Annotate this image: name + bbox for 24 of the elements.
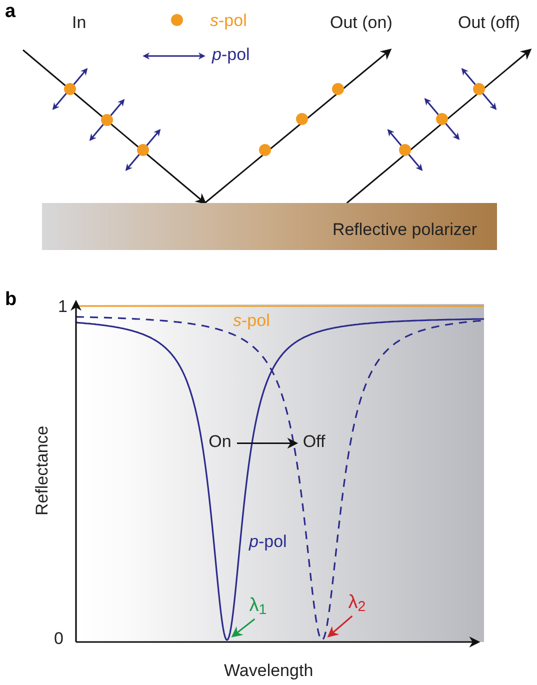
axis-title: Wavelength: [224, 660, 314, 682]
state-label: On: [203, 430, 237, 454]
polarizer-slab: Reflective polarizer: [42, 203, 497, 250]
beam-label: In: [72, 12, 86, 34]
curve-label: s-pol: [233, 310, 270, 332]
beam-label: Out (off): [458, 12, 520, 34]
wavelength-symbol: λ$_{1}$: [247, 593, 269, 619]
pointer-arrow: [231, 618, 256, 638]
axis-tick-label: 0: [54, 628, 64, 650]
light-ray-arrow: [204, 48, 392, 204]
light-ray-arrow: [22, 49, 207, 204]
legend-label: p-pol: [212, 44, 250, 66]
pointer-arrow: [327, 615, 353, 638]
wavelength-symbol: λ$_{2}$: [345, 590, 369, 616]
beam-label: Out (on): [330, 12, 392, 34]
panel-letter: b: [5, 288, 17, 312]
arrow: [237, 438, 298, 449]
state-label: Off: [296, 430, 332, 454]
light-ray-arrow: [346, 48, 532, 204]
curve-label: p-pol: [249, 531, 287, 552]
legend-label: s-pol: [210, 10, 247, 32]
axis-tick-label: 1: [58, 296, 68, 318]
axis-title: Reflectance: [31, 426, 52, 516]
panel-letter: a: [5, 0, 16, 24]
